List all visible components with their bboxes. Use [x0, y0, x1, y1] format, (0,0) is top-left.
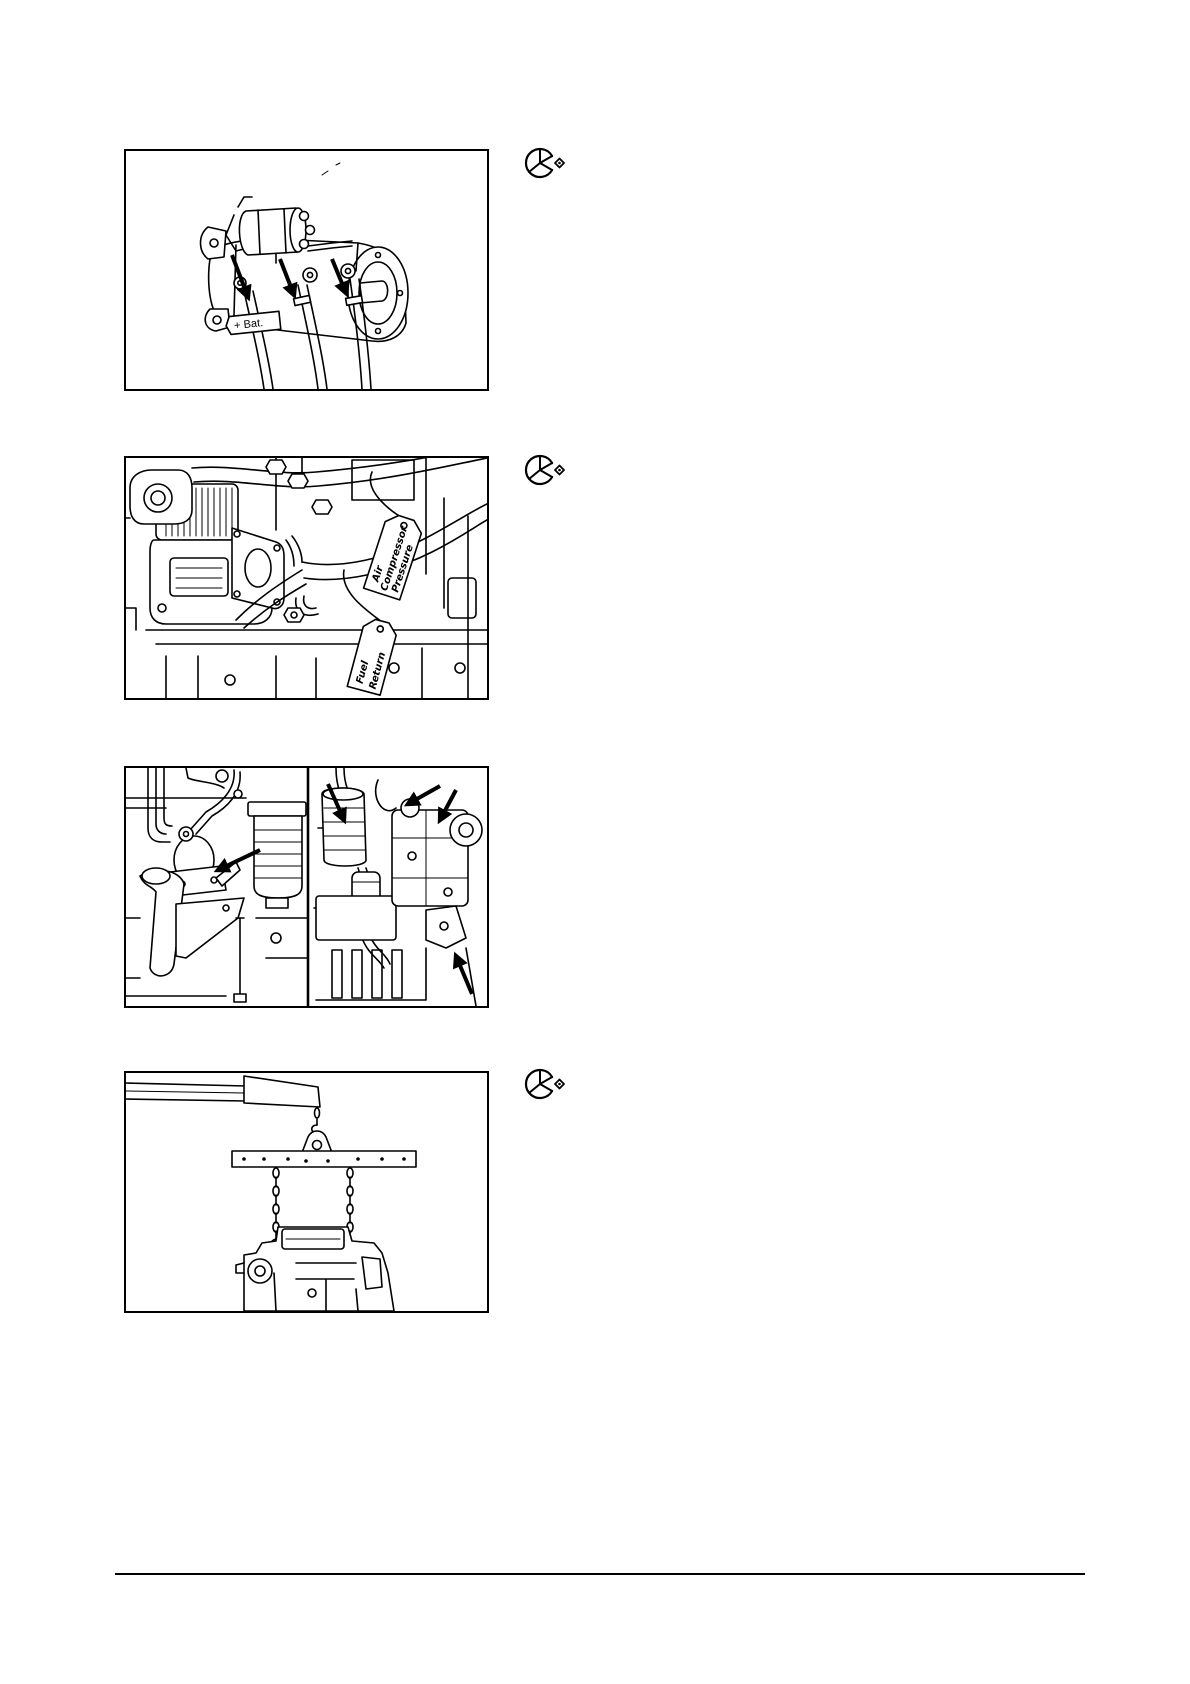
left-view	[126, 768, 308, 1002]
fuel-filter	[248, 802, 306, 908]
wheel-symbol-icon	[522, 452, 568, 488]
injection-pump-housing	[392, 799, 482, 906]
figure-4-frame	[124, 1071, 489, 1313]
figure-1-frame: + Bat.	[124, 149, 489, 391]
air-compressor	[130, 470, 284, 624]
figure-3-frame	[124, 766, 489, 1008]
lifting-beam	[232, 1151, 416, 1167]
fuel-system-drawing	[126, 768, 487, 1006]
starter-motor-drawing: + Bat.	[126, 151, 487, 389]
lifting-hook	[312, 1108, 320, 1133]
right-view	[314, 768, 482, 1006]
figure-2-frame: Air Compressor Pressure Fuel Return	[124, 456, 489, 700]
engine	[236, 1227, 394, 1311]
wheel-symbol-icon	[522, 1066, 568, 1102]
turbocharger	[322, 788, 366, 866]
crane-boom	[126, 1076, 320, 1107]
air-compressor-drawing: Air Compressor Pressure Fuel Return	[126, 458, 487, 698]
engine-lifting-drawing	[126, 1073, 487, 1311]
wheel-symbol-icon	[522, 145, 568, 181]
air-compressor-pressure-tag: Air Compressor Pressure	[364, 472, 425, 600]
footer-rule	[115, 1573, 1085, 1575]
